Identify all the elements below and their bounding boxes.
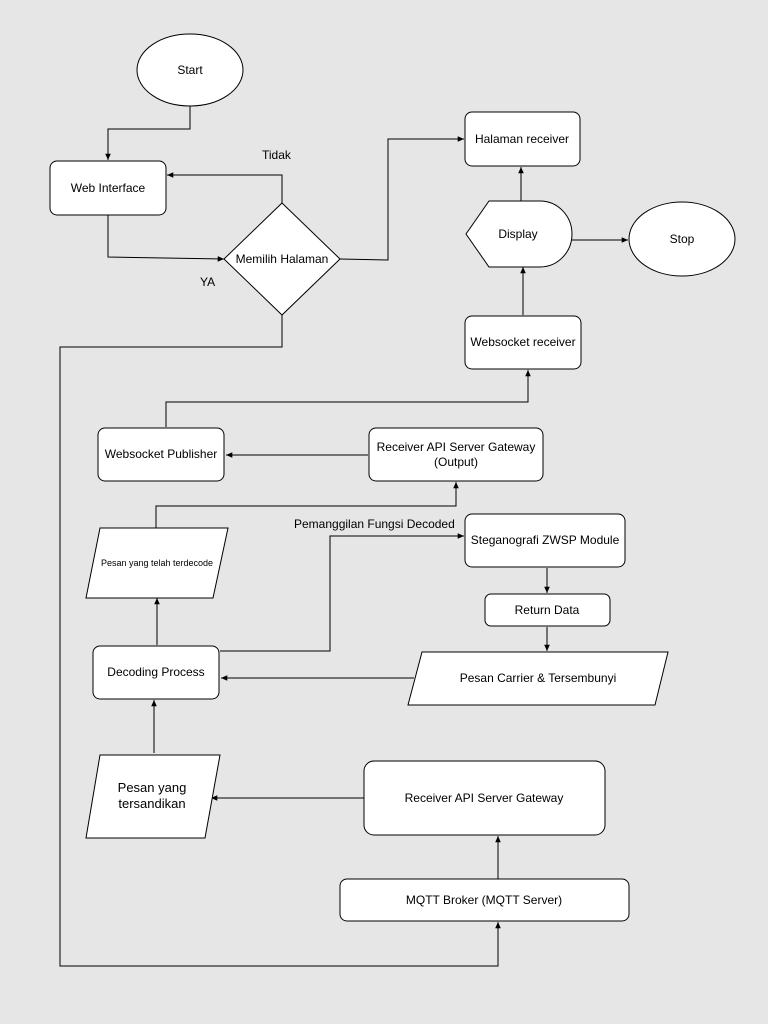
node-decoding-process-label: Decoding Process (107, 665, 204, 679)
node-pesan-tersandikan-label-line2: tersandikan (118, 796, 185, 811)
node-mqtt-broker-label: MQTT Broker (MQTT Server) (406, 893, 562, 907)
node-return-data-label: Return Data (515, 603, 580, 617)
edge-pesan-terdecode-to-receiver-api-output (155, 482, 459, 528)
edge-memilih-ya-to-mqtt (59, 315, 501, 967)
node-pesan-carrier-label: Pesan Carrier & Tersembunyi (460, 671, 617, 685)
node-mqtt-broker: MQTT Broker (MQTT Server) (339, 878, 630, 922)
node-pesan-carrier: Pesan Carrier & Tersembunyi (407, 651, 669, 706)
edge-decoding-to-steganografi (220, 533, 464, 652)
node-pesan-tersandikan: Pesan yang tersandikan (85, 754, 221, 839)
node-pesan-terdecode-label: Pesan yang telah terdecode (101, 558, 213, 568)
node-websocket-receiver-label: Websocket receiver (470, 335, 575, 349)
edge-label-pemanggilan: Pemanggilan Fungsi Decoded (294, 517, 455, 531)
node-start-label: Start (177, 63, 203, 77)
node-pesan-terdecode: Pesan yang telah terdecode (85, 527, 229, 599)
edge-start-to-web-interface (105, 106, 191, 160)
node-pesan-tersandikan-label-line1: Pesan yang (118, 780, 187, 795)
node-receiver-api-output-label-line1: Receiver API Server Gateway (377, 440, 536, 454)
edge-label-ya: YA (200, 275, 215, 289)
edge-memilih-to-halaman-receiver (339, 136, 464, 261)
edge-web-interface-to-memilih (107, 215, 225, 262)
edge-memilih-tidak-to-web-interface (167, 172, 283, 203)
node-receiver-api-gateway-label: Receiver API Server Gateway (405, 791, 564, 805)
node-steganografi-module-label: Steganografi ZWSP Module (471, 533, 620, 547)
node-web-interface-label: Web Interface (71, 181, 146, 195)
node-websocket-publisher: Websocket Publisher (97, 427, 225, 482)
node-web-interface: Web Interface (49, 160, 167, 216)
node-websocket-publisher-label: Websocket Publisher (105, 447, 218, 461)
node-receiver-api-gateway: Receiver API Server Gateway (363, 760, 606, 836)
node-memilih-halaman: Memilih Halaman (223, 202, 341, 316)
edges (59, 106, 628, 967)
node-memilih-halaman-label: Memilih Halaman (236, 252, 329, 266)
node-display-label: Display (498, 227, 537, 241)
node-display: Display (465, 200, 573, 268)
node-start: Start (136, 33, 244, 107)
node-stop: Stop (628, 201, 736, 277)
node-stop-label: Stop (670, 232, 695, 246)
node-receiver-api-output-label-line2: (Output) (434, 455, 478, 469)
node-halaman-receiver: Halaman receiver (464, 111, 581, 167)
edge-websocket-publisher-to-websocket-receiver (165, 370, 531, 427)
node-steganografi-module: Steganografi ZWSP Module (464, 513, 626, 568)
node-return-data: Return Data (484, 593, 611, 627)
node-decoding-process: Decoding Process (92, 645, 220, 700)
edge-label-tidak: Tidak (262, 148, 292, 162)
node-halaman-receiver-label: Halaman receiver (475, 132, 569, 146)
node-receiver-api-output: Receiver API Server Gateway (Output) (368, 427, 544, 482)
node-websocket-receiver: Websocket receiver (464, 315, 582, 370)
